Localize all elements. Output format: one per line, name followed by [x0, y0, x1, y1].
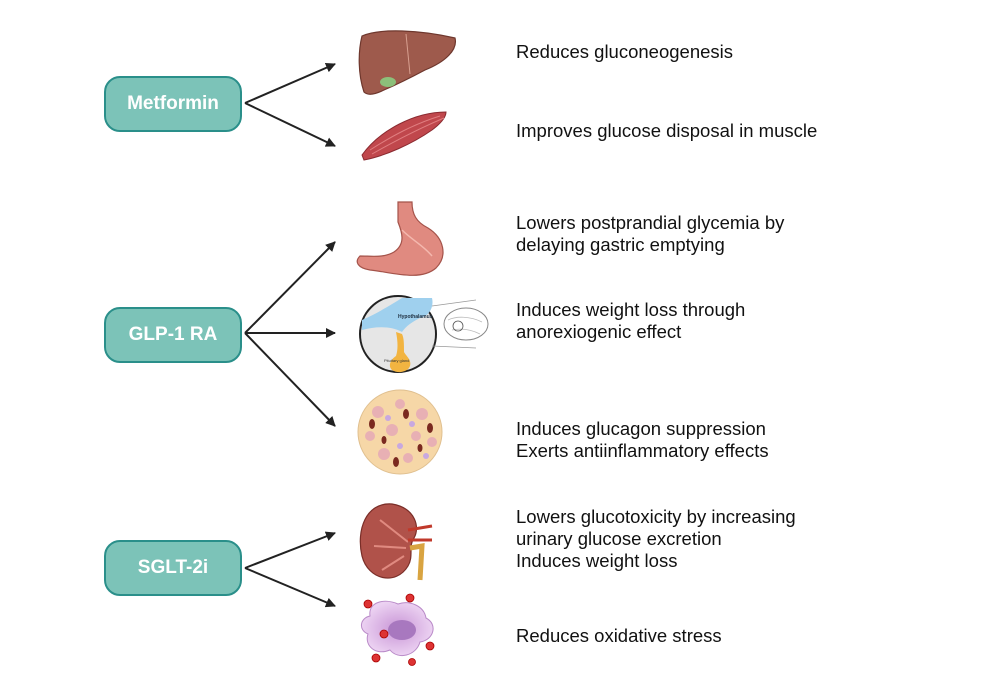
muscle-icon [361, 111, 447, 161]
effect-glucagon-suppression: Induces glucagon suppression Exerts anti… [516, 418, 956, 462]
metformin-box: Metformin [104, 76, 242, 132]
arrow-glp1-pancreas [244, 332, 336, 427]
effect-weight-loss-anorexiogenic: Induces weight loss through anorexiogeni… [516, 299, 956, 343]
arrow-sglt2i-cell [244, 567, 336, 608]
glp1-ra-label: GLP-1 RA [128, 324, 218, 345]
effect-gluconeogenesis: Reduces gluconeogenesis [516, 41, 956, 63]
effect-postprandial-glycemia: Lowers postprandial glycemia by delaying… [516, 212, 956, 256]
effect-line: Induces glucagon suppression [516, 418, 766, 439]
effect-line: Lowers postprandial glycemia by [516, 212, 785, 233]
effect-oxidative-stress: Reduces oxidative stress [516, 625, 956, 647]
effect-muscle-glucose-disposal: Improves glucose disposal in muscle [516, 120, 956, 142]
effect-line: Reduces gluconeogenesis [516, 41, 734, 62]
metformin-label: Metformin [127, 93, 219, 114]
effect-line: Exerts antiinflammatory effects [516, 440, 769, 461]
effect-line: delaying gastric emptying [516, 234, 725, 255]
brain-icon: Hypothalamus Pituitary gland [359, 295, 489, 373]
effect-line: Lowers glucotoxicity by increasing [516, 506, 796, 527]
arrow-metformin-liver [244, 62, 336, 104]
effect-line: Induces weight loss through [516, 299, 746, 320]
pituitary-label: Pituitary gland [384, 358, 409, 363]
liver-icon [358, 30, 456, 95]
oxidative-cell-icon [361, 593, 435, 666]
effect-line: Induces weight loss [516, 550, 678, 571]
effect-line: anorexiogenic effect [516, 321, 682, 342]
stomach-icon [356, 201, 444, 276]
effect-line: Improves glucose disposal in muscle [516, 120, 818, 141]
arrow-glp1-stomach [244, 241, 336, 334]
sglt2i-label: SGLT-2i [137, 557, 209, 578]
hypothalamus-label: Hypothalamus [398, 314, 433, 320]
kidney-icon [359, 503, 433, 581]
arrow-sglt2i-kidney [244, 531, 336, 569]
arrow-metformin-muscle [244, 102, 336, 147]
effect-glucotoxicity: Lowers glucotoxicity by increasing urina… [516, 506, 956, 572]
glp1-ra-box: GLP-1 RA [104, 307, 242, 363]
sglt2i-box: SGLT-2i [104, 540, 242, 596]
effect-line: Reduces oxidative stress [516, 625, 722, 646]
effect-line: urinary glucose excretion [516, 528, 722, 549]
pancreas-icon [357, 389, 443, 475]
